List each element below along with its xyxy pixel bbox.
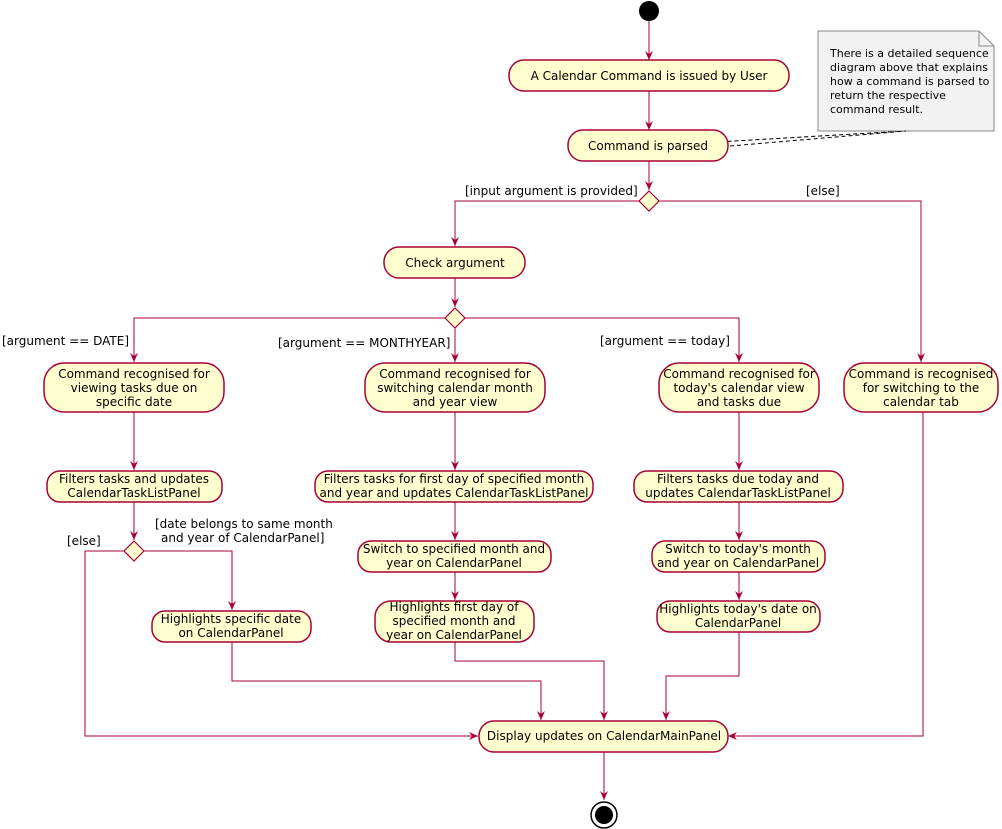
start-node <box>639 1 659 21</box>
activity-label-line: for switching to the <box>863 381 980 395</box>
guard-same-month-line1: [date belongs to same month <box>155 517 333 531</box>
flow-decision-to-highlight-date <box>144 550 236 610</box>
activity-label-line: Command recognised for <box>58 367 210 381</box>
end-node <box>590 801 618 829</box>
activity-filter-date: Filters tasks and updatesCalendarTaskLis… <box>46 470 223 503</box>
guard-argument-date: [argument == DATE] <box>2 334 129 348</box>
activity-filter-monthyear: Filters tasks for first day of specified… <box>314 470 594 503</box>
activity-command-parsed: Command is parsed <box>567 129 729 162</box>
guard-else-date: [else] <box>67 534 101 548</box>
activity-label-line: year on CalendarPanel <box>386 556 522 570</box>
flow-decision-else-to-display <box>84 550 478 740</box>
guard-else-top: [else] <box>806 184 840 198</box>
activity-label-line: Highlights first day of <box>390 600 520 614</box>
decision-argument-type <box>444 307 466 329</box>
activity-check-argument: Check argument <box>383 246 526 279</box>
flow-tab-to-display <box>728 412 924 740</box>
activity-label-line: Command recognised for <box>663 367 815 381</box>
flow-decision-to-tab <box>659 200 925 362</box>
activity-label-line: specific date <box>96 395 172 409</box>
flow-lines <box>84 21 925 800</box>
activity-label-line: specified month and <box>393 614 516 628</box>
flow-to-rec-date <box>130 317 445 362</box>
guard-input-provided: [input argument is provided] <box>465 184 638 198</box>
activity-label-line: and year on CalendarPanel <box>657 556 819 570</box>
activity-label-line: Command recognised for <box>379 367 531 381</box>
decision-input-argument <box>638 190 660 212</box>
activity-label-line: Switch to today's month <box>665 542 811 556</box>
activity-label-line: on CalendarPanel <box>178 626 283 640</box>
activity-label-line: Command is parsed <box>588 139 708 153</box>
activity-label-line: Display updates on CalendarMainPanel <box>487 729 721 743</box>
activity-label-line: Filters tasks for first day of specified… <box>324 472 584 486</box>
guard-labels: [input argument is provided] [else] [arg… <box>2 184 840 548</box>
flow-highlight-date-to-display <box>231 642 545 720</box>
activity-label-line: calendar tab <box>883 395 959 409</box>
activity-label-line: and year view <box>413 395 498 409</box>
activity-label-line: switching calendar month <box>377 381 533 395</box>
activity-label-line: and tasks due <box>697 395 781 409</box>
note: There is a detailed sequence diagram abo… <box>648 30 995 147</box>
activity-label-line: and year and updates CalendarTaskListPan… <box>320 486 589 500</box>
decision-same-month <box>123 540 145 562</box>
flow-highlight-today-to-display <box>662 632 740 720</box>
note-line-3: how a command is parsed to <box>830 75 990 88</box>
note-line-1: There is a detailed sequence <box>829 47 989 60</box>
activity-label-line: Highlights today's date on <box>659 602 817 616</box>
note-line-5: command result. <box>830 103 923 116</box>
activity-command-issued: A Calendar Command is issued by User <box>508 59 790 92</box>
activity-label-line: CalendarPanel <box>695 616 781 630</box>
activity-label-line: Check argument <box>405 256 505 270</box>
activity-display-updates: Display updates on CalendarMainPanel <box>478 720 729 753</box>
activity-label-line: Switch to specified month and <box>363 542 545 556</box>
note-connector <box>729 130 907 147</box>
activity-label-line: CalendarTaskListPanel <box>67 486 200 500</box>
activity-label-line: Highlights specific date <box>161 612 301 626</box>
activity-label-line: today's calendar view <box>673 381 804 395</box>
activity-label-line: Filters tasks due today and <box>657 472 819 486</box>
activity-label-line: updates CalendarTaskListPanel <box>645 486 831 500</box>
activity-label-line: viewing tasks due on <box>71 381 198 395</box>
guard-same-month-line2: and year of CalendarPanel] <box>161 531 324 545</box>
flow-highlight-month-to-display <box>454 642 608 720</box>
note-line-2: diagram above that explains <box>830 61 988 74</box>
activity-label-line: Command is recognised <box>849 367 994 381</box>
note-line-4: return the respective <box>830 89 946 102</box>
guard-argument-monthyear: [argument == MONTHYEAR] <box>278 336 450 350</box>
guard-argument-today: [argument == today] <box>600 334 730 348</box>
activity-label-line: A Calendar Command is issued by User <box>531 69 768 83</box>
flow-decision-to-check <box>451 200 639 246</box>
activity-label-line: year on CalendarPanel <box>386 628 522 642</box>
activity-label-line: Filters tasks and updates <box>59 472 209 486</box>
flow-to-rec-today <box>465 317 743 362</box>
